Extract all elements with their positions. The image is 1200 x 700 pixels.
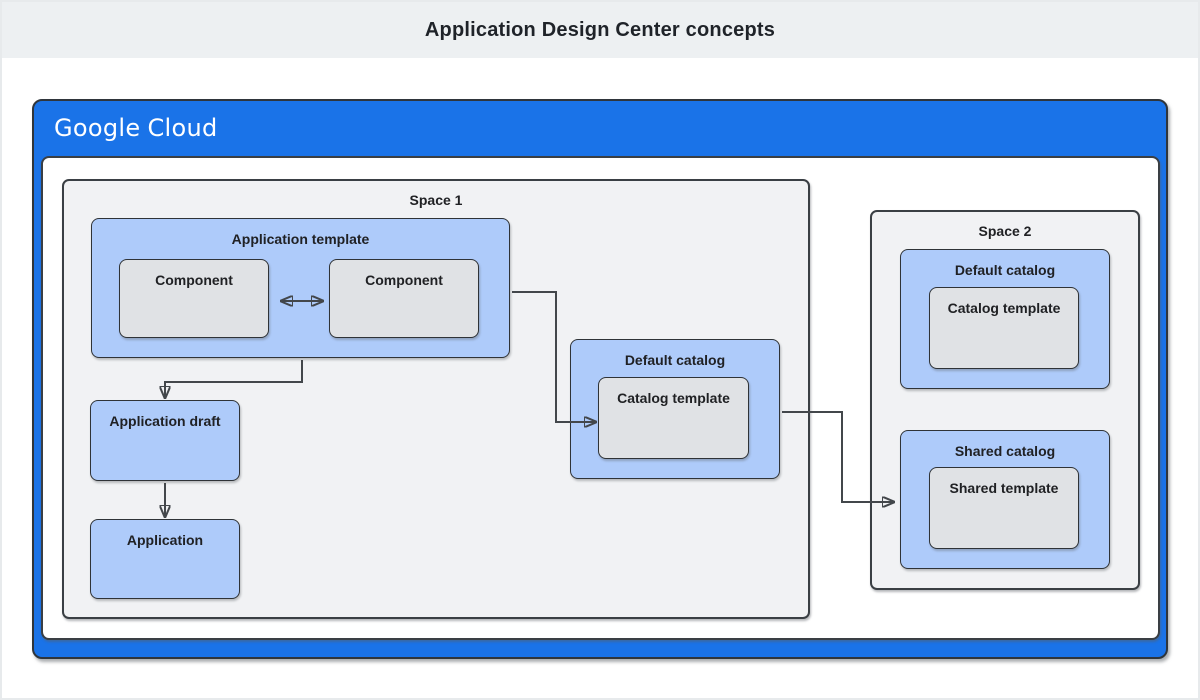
space2-shared-catalog-box: Shared catalog Shared template [900, 430, 1110, 569]
google-cloud-container: Google Cloud Space 1 Application templat… [32, 99, 1168, 659]
space1-default-catalog-box: Default catalog Catalog template [570, 339, 780, 479]
space2-shared-catalog-label: Shared catalog [954, 443, 1056, 459]
application-draft-label: Application draft [109, 413, 221, 429]
component-box-left: Component [119, 259, 269, 338]
brand-cloud: Cloud [147, 114, 218, 142]
application-template-label: Application template [231, 231, 370, 247]
component-box-right: Component [329, 259, 479, 338]
application-box: Application [90, 519, 240, 599]
brand-google: Google [54, 114, 141, 142]
space-2-label: Space 2 [978, 223, 1032, 239]
application-template-box: Application template Component Component [91, 218, 510, 358]
space1-default-catalog-label: Default catalog [624, 352, 726, 368]
space2-shared-template-label: Shared template [949, 480, 1059, 496]
space-1-label: Space 1 [409, 192, 463, 208]
application-label: Application [126, 532, 204, 548]
space2-default-catalog-box: Default catalog Catalog template [900, 249, 1110, 389]
space2-catalog-template-box: Catalog template [929, 287, 1079, 369]
page-title: Application Design Center concepts [424, 18, 776, 41]
space-1-box: Space 1 Application template Component C… [62, 179, 810, 619]
space2-shared-template-box: Shared template [929, 467, 1079, 549]
component-right-label: Component [365, 272, 443, 288]
space1-catalog-template-box: Catalog template [598, 377, 749, 459]
google-cloud-logo: Google Cloud [54, 114, 218, 142]
space2-catalog-template-label: Catalog template [947, 300, 1061, 316]
title-bar: Application Design Center concepts [2, 2, 1198, 58]
space2-default-catalog-label: Default catalog [954, 262, 1056, 278]
component-left-label: Component [155, 272, 233, 288]
space1-catalog-template-label: Catalog template [617, 390, 730, 406]
application-draft-box: Application draft [90, 400, 240, 481]
diagram-canvas: Space 1 Application template Component C… [41, 156, 1160, 640]
space-2-box: Space 2 Default catalog Catalog template… [870, 210, 1140, 590]
